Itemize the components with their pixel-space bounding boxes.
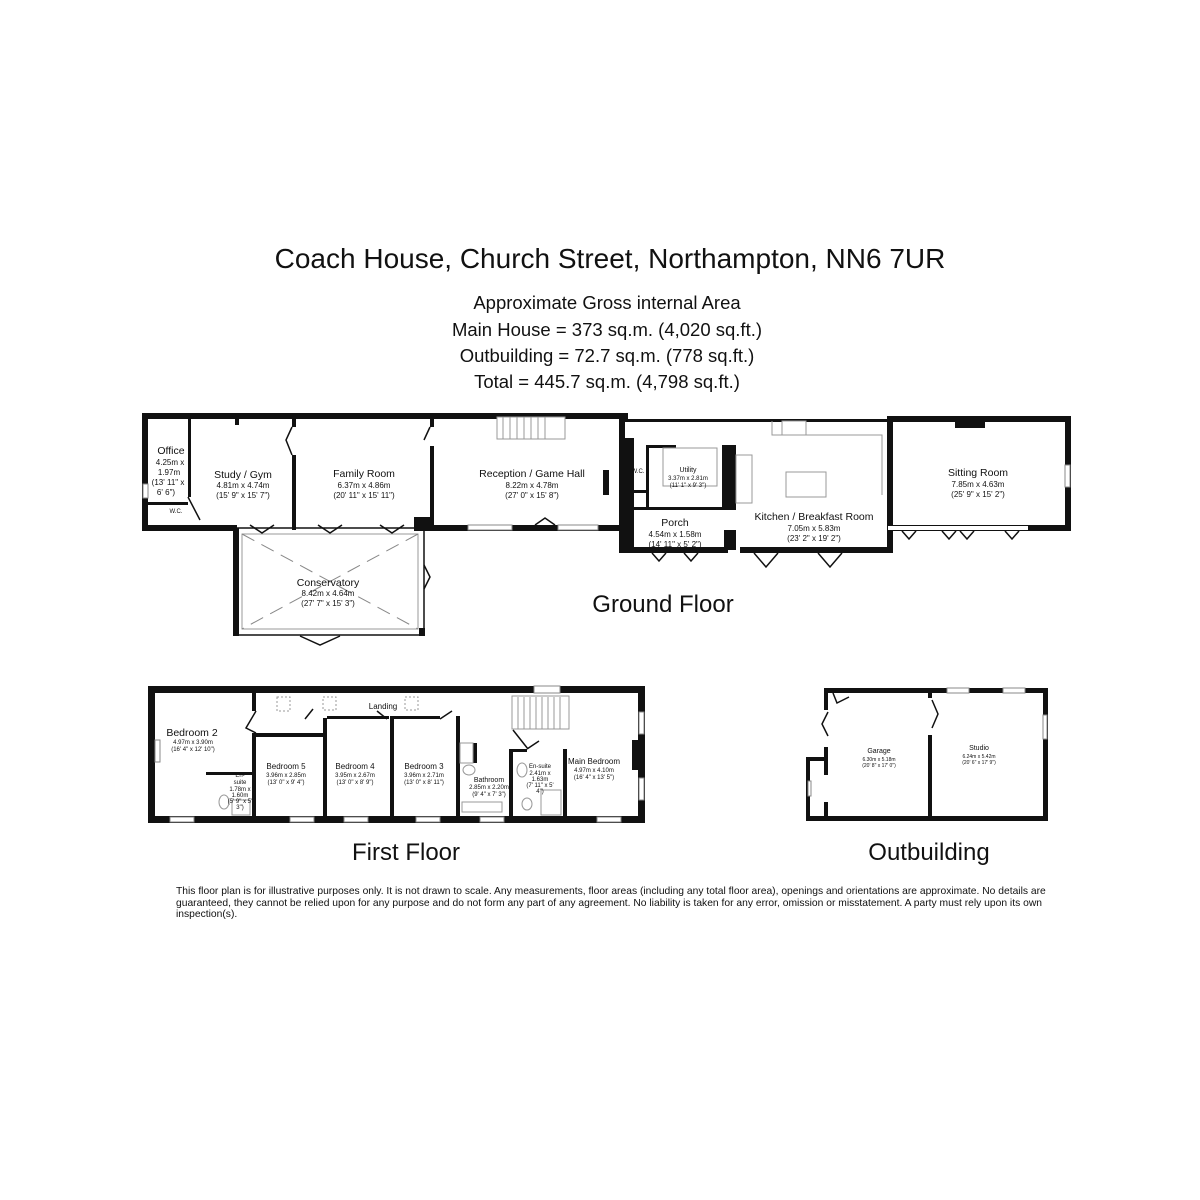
room-reception-dim: (27' 0" x 15' 8") — [505, 491, 559, 500]
room-kitchen-dim: 7.05m x 5.83m — [788, 524, 841, 533]
room-porch-dim: (14' 11" x 5' 2") — [648, 540, 701, 549]
room-porch-dim: 4.54m x 1.58m — [649, 530, 702, 539]
room-sitting-dim: 7.85m x 4.63m — [952, 480, 1005, 489]
room-utility-dim: 3.37m x 2.81m — [668, 476, 708, 482]
room-bedroom4-dim: (13' 0" x 8' 9") — [337, 780, 374, 786]
room-family-name: Family Room — [333, 468, 395, 480]
room-bedroom2-dim: (16' 4" x 12' 10") — [171, 747, 215, 753]
room-ensuite1-label: En- — [235, 773, 244, 779]
outbuilding-plan: Garage 6.30m x 5.18m (20' 8" x 17' 0") S… — [806, 687, 1048, 821]
room-porch-name: Porch — [661, 517, 689, 529]
room-office-dim: (13' 11" x — [152, 478, 185, 487]
room-study-dim: 4.81m x 4.74m — [217, 481, 270, 490]
area-heading: Approximate Gross internal Area — [473, 292, 741, 313]
room-ensuite1-label: suite — [234, 780, 247, 786]
room-bathroom-dim: (9' 4" x 7' 3") — [472, 792, 506, 798]
first-floor-plan: Bedroom 2 4.97m x 3.90m (16' 4" x 12' 10… — [148, 685, 645, 823]
room-utility-dim: (11' 1" x 9' 3") — [670, 483, 706, 489]
room-main-bedroom-dim: (16' 4" x 13' 5") — [574, 775, 614, 781]
room-office-dim: 1.97m — [158, 468, 181, 477]
room-bedroom2-dim: 4.97m x 3.90m — [173, 740, 213, 746]
room-bedroom5-name: Bedroom 5 — [266, 762, 306, 771]
room-ensuite1-dim: 3") — [236, 805, 243, 811]
room-bedroom5-dim: 3.96m x 2.85m — [266, 773, 306, 779]
room-ensuite2-dim: 1.63m — [532, 777, 549, 783]
room-wc-label: W.C. — [632, 469, 645, 475]
room-conservatory-name: Conservatory — [297, 577, 360, 589]
room-conservatory-dim: 8.42m x 4.64m — [302, 589, 355, 598]
first-floor-label: First Floor — [352, 839, 460, 866]
area-outbuilding: Outbuilding = 72.7 sq.m. (778 sq.ft.) — [459, 345, 755, 366]
area-total: Total = 445.7 sq.m. (4,798 sq.ft.) — [474, 371, 740, 392]
room-garage-dim: 6.30m x 5.18m — [862, 757, 895, 763]
room-bedroom2-name: Bedroom 2 — [166, 727, 218, 739]
room-reception-name: Reception / Game Hall — [479, 468, 585, 480]
room-bedroom3-dim: (13' 0" x 8' 11") — [404, 780, 444, 786]
room-utility-name: Utility — [679, 467, 697, 474]
room-conservatory-dim: (27' 7" x 15' 3") — [301, 599, 355, 608]
room-bedroom3-dim: 3.96m x 2.71m — [404, 773, 444, 779]
room-ensuite1-dim: (5' 9" x 5' — [228, 799, 252, 805]
room-office-name: Office — [157, 445, 184, 457]
room-sitting-dim: (25' 9" x 15' 2") — [951, 490, 1005, 499]
landing-label: Landing — [369, 702, 397, 711]
room-bedroom4-name: Bedroom 4 — [335, 762, 375, 771]
room-bedroom5-dim: (13' 0" x 9' 4") — [268, 780, 305, 786]
room-ensuite2-label: En-suite — [529, 764, 552, 770]
room-reception-dim: 8.22m x 4.78m — [506, 481, 559, 490]
room-family-dim: 6.37m x 4.86m — [338, 481, 391, 490]
room-ensuite1-dim: 1.60m — [232, 793, 249, 799]
room-main-bedroom-dim: 4.97m x 4.10m — [574, 768, 614, 774]
room-bedroom3-name: Bedroom 3 — [404, 762, 444, 771]
area-main-house: Main House = 373 sq.m. (4,020 sq.ft.) — [451, 319, 763, 340]
room-ensuite2-dim: (7' 11" x 5' — [526, 783, 553, 789]
disclaimer: This floor plan is for illustrative purp… — [176, 886, 1046, 920]
room-main-bedroom-name: Main Bedroom — [568, 757, 620, 766]
room-kitchen-name: Kitchen / Breakfast Room — [754, 511, 873, 523]
room-sitting-name: Sitting Room — [948, 467, 1008, 479]
room-bathroom-name: Bathroom — [474, 777, 505, 784]
ground-floor-label: Ground Floor — [592, 591, 734, 618]
room-bathroom-dim: 2.85m x 2.20m — [469, 785, 509, 791]
room-garage-dim: (20' 8" x 17' 0") — [862, 763, 896, 769]
room-office-dim: 6' 6") — [157, 488, 175, 497]
room-office-dim: 4.25m x — [156, 458, 184, 467]
room-study-dim: (15' 9" x 15' 7") — [216, 491, 270, 500]
room-kitchen-dim: (23' 2" x 19' 2") — [787, 534, 841, 543]
room-family-dim: (20' 11" x 15' 11") — [333, 491, 395, 500]
outbuilding-label: Outbuilding — [868, 839, 990, 866]
room-study-name: Study / Gym — [214, 469, 272, 481]
room-studio-dim: 6.24m x 5.42m — [962, 754, 995, 760]
room-ensuite2-dim: 2.41m x — [529, 771, 550, 777]
room-studio-dim: (20' 6" x 17' 9") — [962, 760, 996, 766]
room-garage-name: Garage — [867, 748, 890, 755]
property-title: Coach House, Church Street, Northampton,… — [274, 243, 946, 274]
room-studio-name: Studio — [969, 745, 989, 752]
ground-floor-plan: Office 4.25m x 1.97m (13' 11" x 6' 6") W… — [142, 413, 1071, 646]
room-bedroom4-dim: 3.95m x 2.67m — [335, 773, 375, 779]
conservatory-structure — [233, 527, 425, 646]
room-ensuite1-dim: 1.78m x — [229, 787, 250, 793]
room-wc-label: W.C. — [170, 509, 183, 515]
room-ensuite2-dim: 4") — [536, 789, 543, 795]
